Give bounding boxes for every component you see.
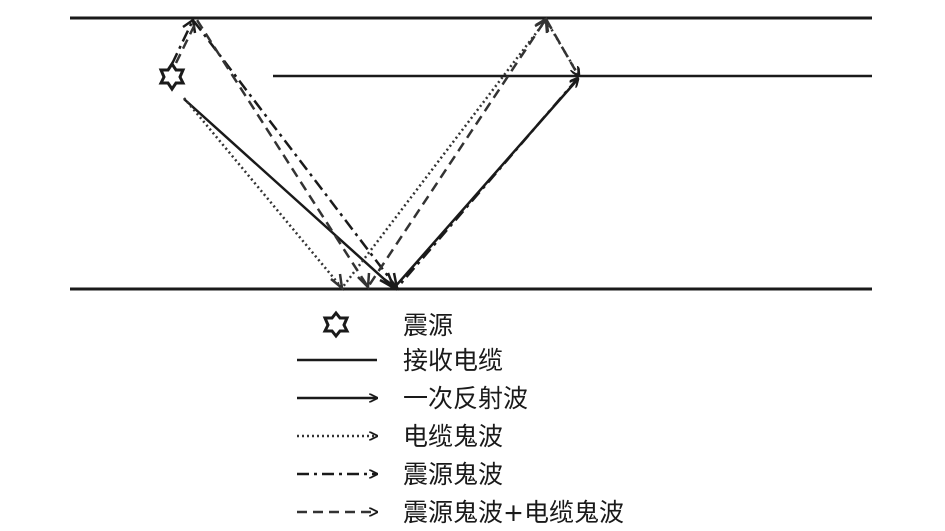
legend-label-cable: 接收电缆 [403,346,503,375]
legend-label-source: 震源 [403,311,453,340]
legend-label-primary: 一次反射波 [403,384,528,413]
primary-reflection-path [183,79,578,290]
cable-ghost-arrow-down [330,273,344,291]
legend-source-icon [322,310,350,339]
source-ghost-path [170,17,578,290]
source-star-icon [158,61,186,92]
combined-ghost-arrow-up [535,16,550,33]
legend: 震源 接收电缆 一次反射波 电缆鬼波 震源鬼波 震源鬼波+电缆鬼波 [297,310,624,527]
primary-reflection-arrow-down [379,272,397,291]
legend-label-combined-ghost: 震源鬼波+电缆鬼波 [403,498,624,527]
combined-ghost-arrow-down [357,272,371,290]
legend-label-source-ghost: 震源鬼波 [403,460,503,489]
combined-ghost-path [174,16,578,290]
legend-label-cable-ghost: 电缆鬼波 [403,422,503,451]
source-ghost-arrow-down [383,272,399,291]
source-ghost-arrow-up [182,17,197,34]
